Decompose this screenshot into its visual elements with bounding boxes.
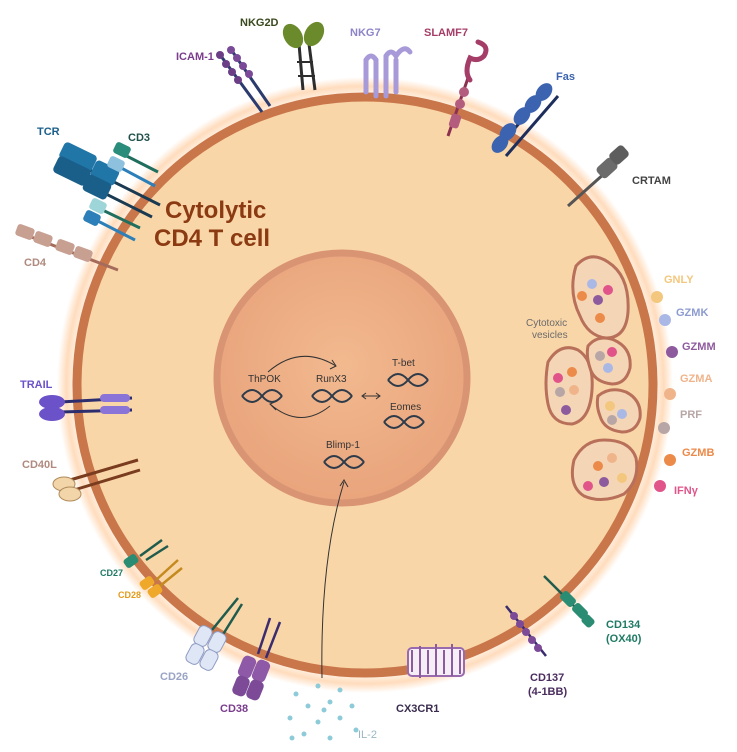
cd3-label: CD3 (128, 132, 150, 144)
cd3-receptor-icon (83, 142, 159, 242)
cd26-label: CD26 (160, 671, 188, 683)
icam1-receptor-icon (216, 46, 272, 113)
secreted-molecules: GNLY GZMK GZMM GZMA PRF GZMB IFNγ (651, 274, 716, 497)
dna-helix-thpok (241, 389, 283, 403)
fas-receptor-icon (491, 83, 560, 157)
cell-title-line2: CD4 T cell (154, 225, 270, 252)
gnly-dot (651, 291, 663, 303)
tcr-receptor-icon (53, 142, 161, 219)
slamf7-label: SLAMF7 (424, 27, 468, 39)
cd38-label: CD38 (220, 703, 248, 715)
cd26-receptor-icon (185, 597, 244, 671)
trail-receptor-icon (39, 394, 133, 421)
il2-molecules (287, 683, 359, 741)
cd4-receptor-icon (15, 224, 119, 272)
cd134-label-line1: CD134 (606, 619, 641, 631)
cd137-receptor-icon (505, 605, 547, 657)
gnly-label: GNLY (664, 274, 694, 286)
icam1-label: ICAM-1 (176, 51, 214, 63)
il2-label: IL-2 (358, 729, 377, 741)
gzmb-label: GZMB (682, 447, 714, 459)
cx3cr1-receptor-icon (407, 644, 465, 678)
nucleus-regulation-arrows (267, 355, 381, 679)
cd40l-label: CD40L (22, 459, 57, 471)
gzmk-dot (659, 314, 671, 326)
cd134-label-line2: (OX40) (606, 633, 642, 645)
cd40l-receptor-icon (52, 458, 141, 502)
trail-label: TRAIL (20, 379, 53, 391)
vesicles-label-line1: Cytotoxic (526, 318, 567, 329)
nkg2d-receptor-icon (282, 21, 325, 91)
gzma-dot (664, 388, 676, 400)
cd134-receptor-icon (543, 575, 595, 628)
dna-helix-runx3 (311, 389, 353, 403)
cd4-label: CD4 (24, 257, 47, 269)
eomes-label: Eomes (390, 402, 421, 413)
crtam-receptor-icon (567, 145, 629, 208)
tcr-label: TCR (37, 126, 60, 138)
vesicles-label-line2: vesicles (532, 330, 568, 341)
gzmm-label: GZMM (682, 341, 716, 353)
dna-helix-blimp1 (323, 455, 365, 469)
vesicle-contents (553, 279, 627, 491)
cell-title-line1: Cytolytic (165, 197, 266, 224)
cd28-receptor-icon (139, 559, 183, 598)
cd27-receptor-icon (123, 538, 169, 568)
dna-helix-tbet (387, 373, 429, 387)
dna-helix-eomes (383, 415, 425, 429)
fas-label: Fas (556, 71, 575, 83)
cx3cr1-label: CX3CR1 (396, 703, 439, 715)
crtam-label: CRTAM (632, 175, 671, 187)
slamf7-receptor-icon (446, 39, 489, 137)
nkg2d-label: NKG2D (240, 17, 279, 29)
gzmk-label: GZMK (676, 307, 708, 319)
gzma-label: GZMA (680, 373, 712, 385)
thpok-label: ThPOK (248, 374, 281, 385)
cd27-label: CD27 (100, 568, 123, 578)
nucleus (213, 249, 471, 507)
cd137-label-line2: (4-1BB) (528, 686, 567, 698)
prf-label: PRF (680, 409, 702, 421)
runx3-label: RunX3 (316, 374, 347, 385)
ifng-label: IFNγ (674, 485, 699, 497)
cd137-label-line1: CD137 (530, 672, 564, 684)
cd38-receptor-icon (232, 617, 282, 701)
gzmm-dot (666, 346, 678, 358)
tbet-label: T-bet (392, 358, 415, 369)
gzmb-dot (664, 454, 676, 466)
ifng-dot (654, 480, 666, 492)
cd28-label: CD28 (118, 590, 141, 600)
blimp1-label: Blimp-1 (326, 440, 360, 451)
nkg7-receptor-icon (363, 46, 413, 99)
nkg7-label: NKG7 (350, 27, 381, 39)
prf-dot (658, 422, 670, 434)
